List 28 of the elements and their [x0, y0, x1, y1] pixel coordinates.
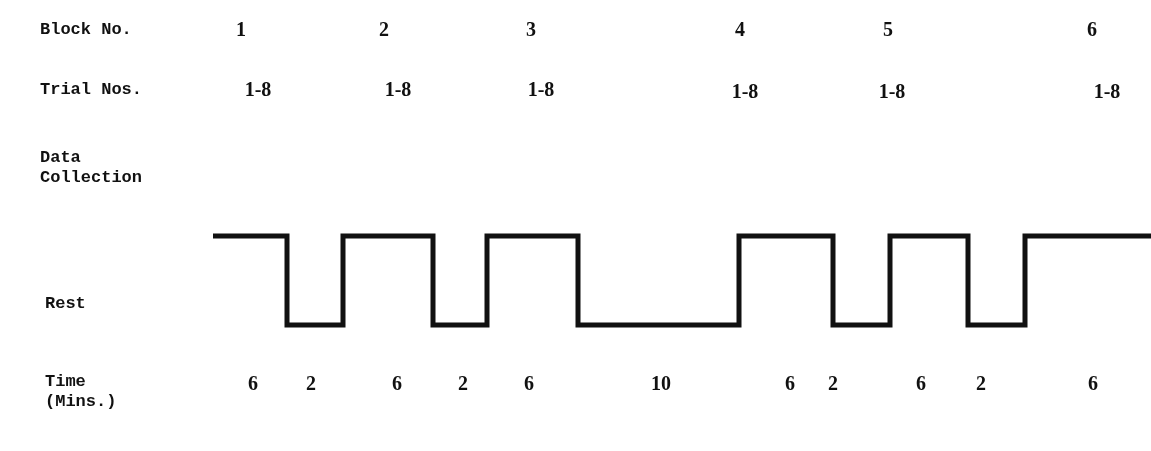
time-value: 10 [651, 372, 671, 395]
trial-range: 1-8 [527, 78, 555, 101]
block-number: 5 [883, 18, 893, 41]
row-label: Time (Mins.) [45, 372, 118, 412]
block-number: 3 [526, 18, 536, 41]
trial-range: 1-8 [1093, 80, 1121, 103]
time-value: 2 [458, 372, 468, 395]
block-number: 1 [236, 18, 246, 41]
block-number: 4 [735, 18, 745, 41]
row-label: Block No. [40, 20, 132, 40]
time-value: 6 [248, 372, 258, 395]
trial-range: 1-8 [244, 78, 272, 101]
time-value: 2 [828, 372, 838, 395]
time-value: 6 [916, 372, 926, 395]
time-value: 6 [392, 372, 402, 395]
time-value: 2 [306, 372, 316, 395]
block-number: 2 [379, 18, 389, 41]
time-value: 6 [1088, 372, 1098, 395]
row-label: Trial Nos. [40, 80, 143, 100]
time-value: 6 [524, 372, 534, 395]
block-number: 6 [1087, 18, 1097, 41]
time-value: 2 [976, 372, 986, 395]
trial-range: 1-8 [878, 80, 906, 103]
state-label: Rest [45, 294, 86, 314]
state-label: Data Collection [40, 148, 144, 188]
trial-range: 1-8 [384, 78, 412, 101]
trial-range: 1-8 [731, 80, 759, 103]
time-value: 6 [785, 372, 795, 395]
